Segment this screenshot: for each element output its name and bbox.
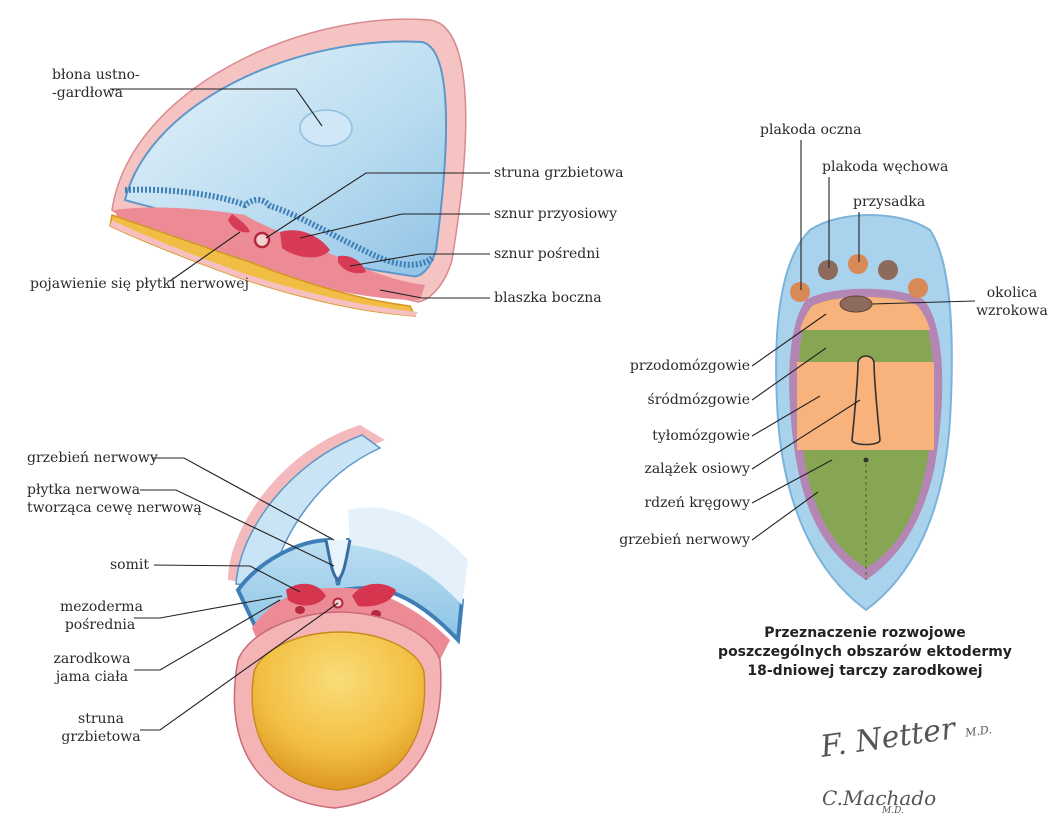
axial-primordium (851, 355, 881, 446)
forebrain-region (800, 297, 930, 330)
label-neural-plate-appearance: pojawienie się płytki nerwowej (30, 276, 249, 292)
top-leader-lines (110, 88, 490, 299)
right-leader-lines (751, 140, 976, 541)
label-hypophysis: przysadka (853, 194, 926, 210)
label-hindbrain: tyłomózgowie (652, 428, 750, 444)
somite-left (286, 583, 326, 606)
label-intermediate-mesoderm: sznur pośredni (494, 246, 600, 262)
neural-groove (324, 539, 352, 582)
label-optic-region: okolica wzrokowa (976, 285, 1048, 319)
lateral-plate (228, 214, 250, 233)
right-embryonic-disc (775, 214, 953, 612)
ectoderm-layer (124, 186, 434, 268)
label-neural-crest-bottom: grzebień nerwowy (27, 450, 158, 466)
placode-4 (878, 260, 898, 280)
label-notochord-top: struna grzbietowa (494, 165, 624, 181)
label-neural-plate-tube: płytka nerwowa tworząca cewę nerwową (27, 482, 202, 516)
placode-5 (908, 278, 928, 298)
label-optic-placode: plakoda oczna (760, 122, 862, 138)
label-somite: somit (110, 557, 149, 573)
optic-region (839, 295, 873, 313)
figure-caption: Przeznaczenie rozwojowe poszczególnych o… (718, 625, 1012, 679)
top-embryo-section (109, 18, 467, 317)
notochord-top (253, 231, 271, 249)
label-neural-crest-right: grzebień nerwowy (619, 532, 750, 548)
placode-2 (818, 260, 838, 280)
bottom-leader-lines (134, 457, 339, 731)
label-paraxial-mesoderm: sznur przyosiowy (494, 206, 618, 222)
oropharyngeal-membrane (299, 109, 353, 147)
placode-3 (848, 254, 868, 274)
mesoderm-layer (115, 207, 425, 300)
label-spinal-cord: rdzeń kręgowy (644, 495, 750, 511)
somite-right (352, 583, 396, 607)
label-coelom: zarodkowa jama ciała (53, 651, 131, 685)
yolk-sac (251, 631, 426, 791)
label-olfactory-placode: plakoda węchowa (822, 159, 949, 175)
intermediate-mesoderm (338, 255, 366, 274)
label-forebrain: przodomózgowie (629, 358, 750, 374)
label-notochord-bottom: struna grzbietowa (61, 711, 141, 745)
bottom-mesoderm (252, 588, 450, 660)
machado-signature: C.Machado M.D. (822, 786, 937, 816)
label-midbrain: śródmózgowie (647, 392, 750, 408)
label-oropharyngeal-membrane: błona ustno- -gardłowa (52, 67, 140, 101)
intermediate-left (295, 606, 305, 614)
label-axial-primordium: zalążek osiowy (644, 461, 750, 477)
label-lateral-plate: blaszka boczna (494, 290, 602, 306)
paraxial-mesoderm (280, 230, 330, 258)
placode-1 (790, 282, 810, 302)
bottom-embryo-section (228, 425, 468, 809)
label-intermediate-mesoderm-bottom: mezoderma pośrednia (60, 599, 143, 633)
